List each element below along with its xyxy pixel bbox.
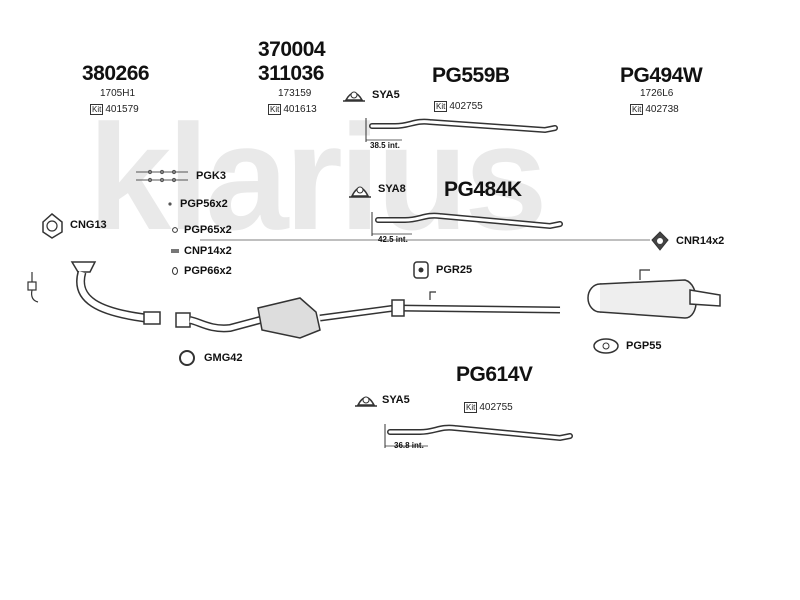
washer-pgp66 xyxy=(172,267,178,275)
flange-left xyxy=(175,312,191,328)
rubber-mount-pgr25 xyxy=(413,261,429,279)
pipe-pg614v xyxy=(384,424,573,448)
rear-silencer xyxy=(587,269,721,319)
label-sya8: SYA8 xyxy=(378,183,406,195)
clamp-sya5-top xyxy=(343,91,365,102)
measure-36-8: 36.8 int. xyxy=(394,441,424,450)
kit-badge: Kit xyxy=(464,402,478,413)
front-pipe xyxy=(70,261,161,325)
clamp-sya8 xyxy=(349,186,371,198)
label-cnr14: CNR14x2 xyxy=(676,235,725,247)
part-code-311036: 311036 xyxy=(258,62,324,85)
ring-gmg42 xyxy=(179,350,195,366)
label-sya5-top: SYA5 xyxy=(372,89,400,101)
measure-38-5: 38.5 int. xyxy=(370,141,400,150)
label-pgp65: PGP65x2 xyxy=(184,224,232,236)
lambda-sensor xyxy=(27,272,39,303)
part-code-370004: 370004 xyxy=(258,38,326,61)
label-pgp66: PGP66x2 xyxy=(184,265,232,277)
kit-badge: Kit xyxy=(90,104,104,115)
label-sya5-bottom: SYA5 xyxy=(382,394,410,406)
flange-pgp55 xyxy=(593,338,619,354)
bolt-set-pgk3 xyxy=(136,169,188,183)
sub-code-173159: 173159 xyxy=(278,88,312,99)
part-code-pg614v: PG614V xyxy=(456,363,533,386)
part-code-380266: 380266 xyxy=(82,62,150,85)
ring-cnr14 xyxy=(651,231,669,251)
clamp-sya5-bottom xyxy=(355,396,377,407)
label-pgk3: PGK3 xyxy=(196,170,226,182)
pipe-pg484k xyxy=(371,212,563,236)
kit-badge: Kit xyxy=(434,101,448,112)
measure-42-5: 42.5 int. xyxy=(378,235,408,244)
part-code-pg484k: PG484K xyxy=(444,178,522,201)
pipe-pg559b xyxy=(365,118,558,142)
gasket-cng13 xyxy=(42,213,63,239)
label-pgr25: PGR25 xyxy=(436,264,473,276)
nut-pgp65 xyxy=(172,227,178,233)
spring-cnp14 xyxy=(171,249,179,253)
main-pipe-catalyst xyxy=(189,291,561,339)
label-cng13: CNG13 xyxy=(70,219,107,231)
sub-code-1726l6: 1726L6 xyxy=(640,88,674,99)
kit-badge: Kit xyxy=(630,104,644,115)
label-cnp14: CNP14x2 xyxy=(184,245,232,257)
label-pgp56: PGP56x2 xyxy=(180,198,228,210)
part-code-pg559b: PG559B xyxy=(432,64,510,87)
kit-badge: Kit xyxy=(268,104,282,115)
part-code-pg494w: PG494W xyxy=(620,64,703,87)
bolt-pgp56 xyxy=(168,202,172,206)
sub-code-1705h1: 1705H1 xyxy=(100,88,136,99)
label-gmg42: GMG42 xyxy=(204,352,243,364)
label-pgp55: PGP55 xyxy=(626,340,662,352)
